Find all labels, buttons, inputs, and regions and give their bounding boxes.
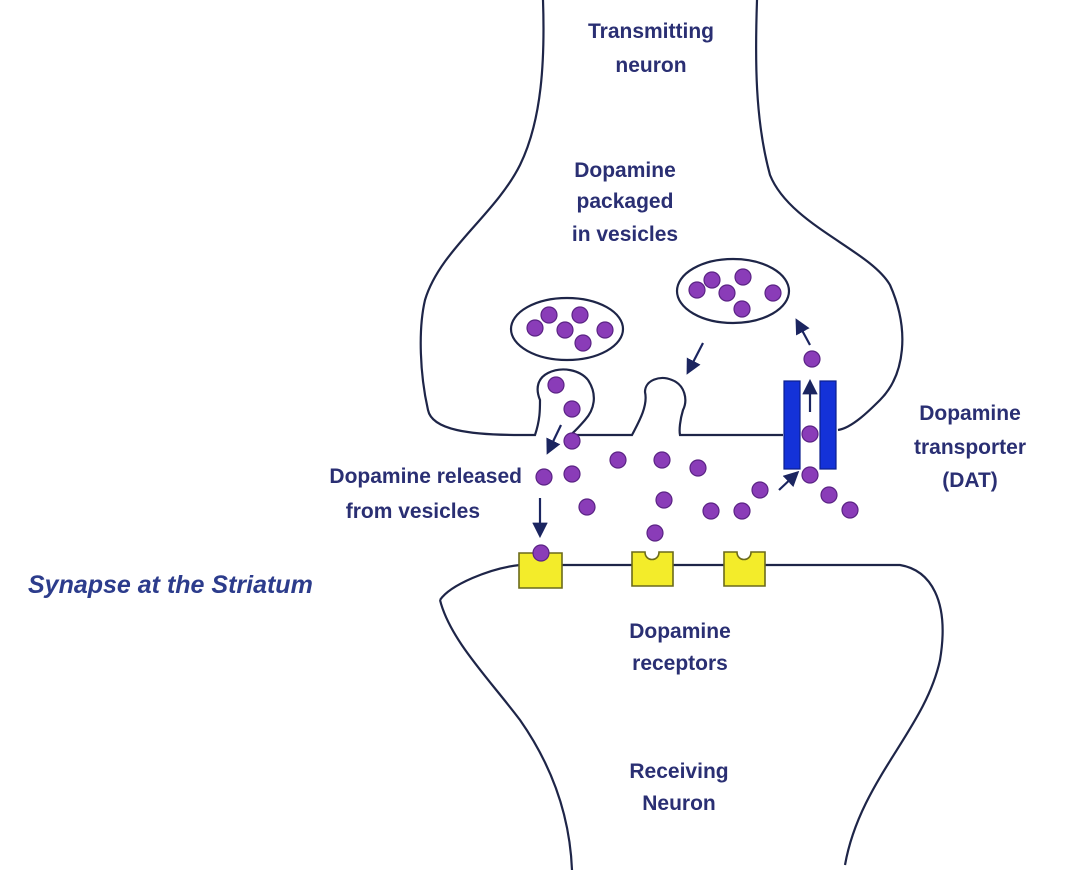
dopamine-molecule — [572, 307, 588, 323]
transmitting-neuron-membrane-right — [756, 0, 902, 430]
dopamine-molecule — [564, 401, 580, 417]
dat-right-channel — [820, 381, 836, 469]
dopamine-molecule — [647, 525, 663, 541]
dopamine-receptors — [519, 545, 765, 588]
dopamine-molecule — [564, 466, 580, 482]
dopamine-molecule — [610, 452, 626, 468]
dopamine-molecule — [842, 502, 858, 518]
release-arrow — [548, 425, 561, 452]
transporter-label-2: transporter — [914, 436, 1026, 459]
dopamine-molecule — [654, 452, 670, 468]
dopamine-molecule — [548, 377, 564, 393]
dopamine-molecule — [656, 492, 672, 508]
dopamine-molecule — [557, 322, 573, 338]
receptor-empty — [632, 552, 673, 586]
vesicle-right-dopamine — [689, 269, 781, 317]
receptors-label-1: Dopamine — [629, 620, 731, 643]
receiving-neuron-label-1: Receiving — [629, 760, 728, 783]
dopamine-molecule — [689, 282, 705, 298]
dat-left-channel — [784, 381, 800, 469]
diagram-title: Synapse at the Striatum — [28, 571, 313, 599]
dopamine-molecule — [527, 320, 543, 336]
packaged-label-1: Dopamine — [574, 159, 676, 182]
transporter-label-1: Dopamine — [919, 402, 1021, 425]
dopamine-molecule — [804, 351, 820, 367]
dopamine-molecule — [735, 269, 751, 285]
receiving-neuron-membrane-left — [440, 600, 572, 870]
dopamine-molecule — [533, 545, 549, 561]
released-label-1: Dopamine released — [329, 465, 522, 488]
dopamine-molecule — [564, 433, 580, 449]
transporter-label-3: (DAT) — [942, 469, 998, 492]
dopamine-molecule — [575, 335, 591, 351]
dopamine-molecule — [821, 487, 837, 503]
dopamine-molecule — [802, 426, 818, 442]
dopamine-molecule — [752, 482, 768, 498]
packaged-label-2: packaged — [577, 190, 674, 213]
vesicle-fusion-arrow — [688, 343, 703, 372]
dopamine-molecule — [597, 322, 613, 338]
dopamine-molecule — [734, 301, 750, 317]
dopamine-molecule — [703, 503, 719, 519]
dopamine-molecule — [802, 467, 818, 483]
dopamine-molecule — [579, 499, 595, 515]
receptors-label-2: receptors — [632, 652, 728, 675]
receiving-neuron-label-2: Neuron — [642, 792, 716, 815]
transmitting-neuron-membrane — [421, 0, 783, 435]
vesicle-left-dopamine — [527, 307, 613, 351]
dopamine-molecule — [719, 285, 735, 301]
dopamine-molecule — [541, 307, 557, 323]
receptor-empty — [724, 552, 765, 586]
transmitting-neuron-label-1: Transmitting — [588, 20, 714, 43]
dopamine-molecule — [765, 285, 781, 301]
dopamine-molecule — [690, 460, 706, 476]
dopamine-molecule — [734, 503, 750, 519]
dopamine-molecule — [704, 272, 720, 288]
dopamine-molecule — [536, 469, 552, 485]
to-vesicle-arrow — [797, 321, 810, 345]
released-label-2: from vesicles — [346, 500, 480, 523]
transmitting-neuron-label-2: neuron — [615, 54, 686, 77]
reuptake-arrow — [779, 473, 797, 490]
packaged-label-3: in vesicles — [572, 223, 678, 246]
